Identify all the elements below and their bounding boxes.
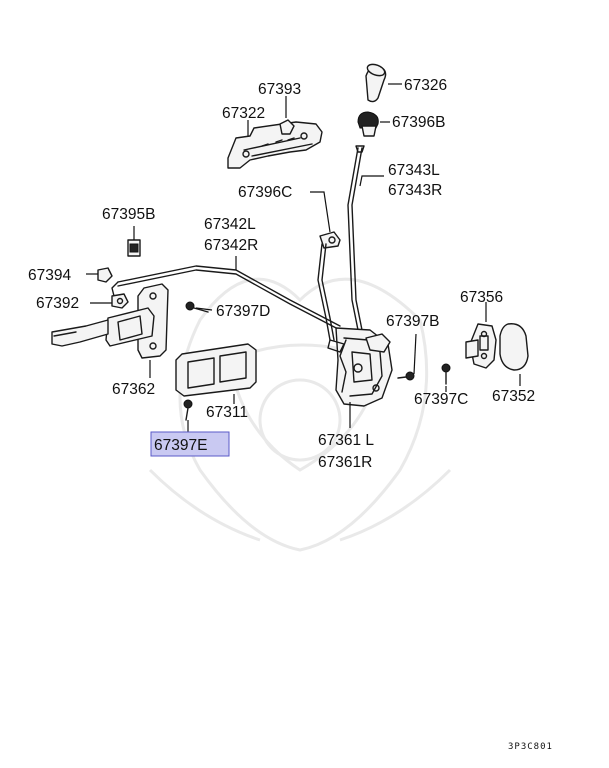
label-67343L[interactable]: 67343L — [388, 162, 440, 179]
striker-67356 — [465, 323, 497, 369]
grommet-67396B — [357, 111, 379, 137]
label-67392[interactable]: 67392 — [36, 295, 79, 312]
outside-handle-67322 — [227, 121, 323, 169]
label-67356[interactable]: 67356 — [460, 289, 503, 306]
screw-67397C — [441, 363, 451, 385]
label-67342R[interactable]: 67342R — [204, 237, 258, 254]
label-67361R[interactable]: 67361R — [318, 454, 372, 471]
leader-lines — [86, 83, 521, 434]
screw-67397B — [397, 371, 415, 381]
watermark-emblem — [148, 277, 452, 552]
door-lock-assembly-67361 — [327, 327, 393, 407]
lock-knob-67326 — [365, 63, 387, 103]
part-labels: 67393 67322 67326 67396B 67343L 67343R 6… — [28, 77, 535, 471]
clip-67395B — [127, 239, 141, 257]
screw-67397E — [183, 399, 193, 421]
bezel-67311 — [175, 343, 257, 397]
label-67393[interactable]: 67393 — [258, 81, 301, 98]
label-67352[interactable]: 67352 — [492, 388, 535, 405]
label-67396C[interactable]: 67396C — [238, 184, 292, 201]
lock-rod-67343 — [347, 145, 365, 331]
shim-67352 — [499, 323, 529, 371]
highlight-box — [150, 431, 230, 457]
label-67322[interactable]: 67322 — [222, 105, 265, 122]
clip-67394 — [97, 267, 113, 283]
label-67397E[interactable]: 67397E — [154, 437, 207, 454]
label-67343R[interactable]: 67343R — [388, 182, 442, 199]
inside-handle-67362 — [51, 283, 169, 359]
label-67311[interactable]: 67311 — [206, 404, 248, 421]
label-67326[interactable]: 67326 — [404, 77, 447, 94]
label-67397B[interactable]: 67397B — [386, 313, 439, 330]
diagram-code: 3P3C801 — [508, 742, 553, 752]
rod-clip-67396C — [317, 231, 341, 341]
label-67362[interactable]: 67362 — [112, 381, 155, 398]
screw-67397D — [185, 301, 209, 313]
label-67394[interactable]: 67394 — [28, 267, 71, 284]
clip-67393 — [279, 119, 295, 135]
label-67342L[interactable]: 67342L — [204, 216, 256, 233]
label-67396B[interactable]: 67396B — [392, 114, 445, 131]
label-67397C[interactable]: 67397C — [414, 391, 468, 408]
label-67397D[interactable]: 67397D — [216, 303, 270, 320]
clip-67392 — [111, 293, 129, 309]
label-67395B[interactable]: 67395B — [102, 206, 155, 223]
label-67361L[interactable]: 67361 L — [318, 432, 374, 449]
